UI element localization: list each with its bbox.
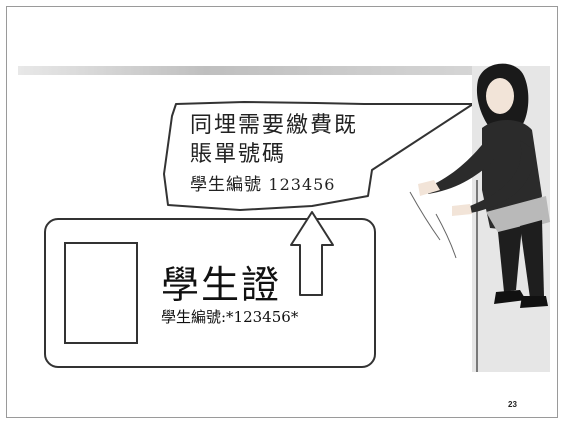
photo-placeholder — [64, 242, 138, 344]
student-number-label: 學生編號 — [190, 175, 262, 195]
speech-line-2: 賬單號碼 — [190, 142, 287, 167]
card-title: 學生證 — [161, 263, 282, 307]
speech-line-1: 同埋需要繳費既 — [190, 113, 359, 138]
header-bar — [18, 66, 486, 75]
page-number: 23 — [508, 400, 517, 409]
student-number-value: 123456 — [268, 175, 336, 194]
card-student-id: 學生編號:*123456* — [161, 308, 299, 326]
speech-line-3: 學生編號 123456 — [190, 170, 335, 195]
